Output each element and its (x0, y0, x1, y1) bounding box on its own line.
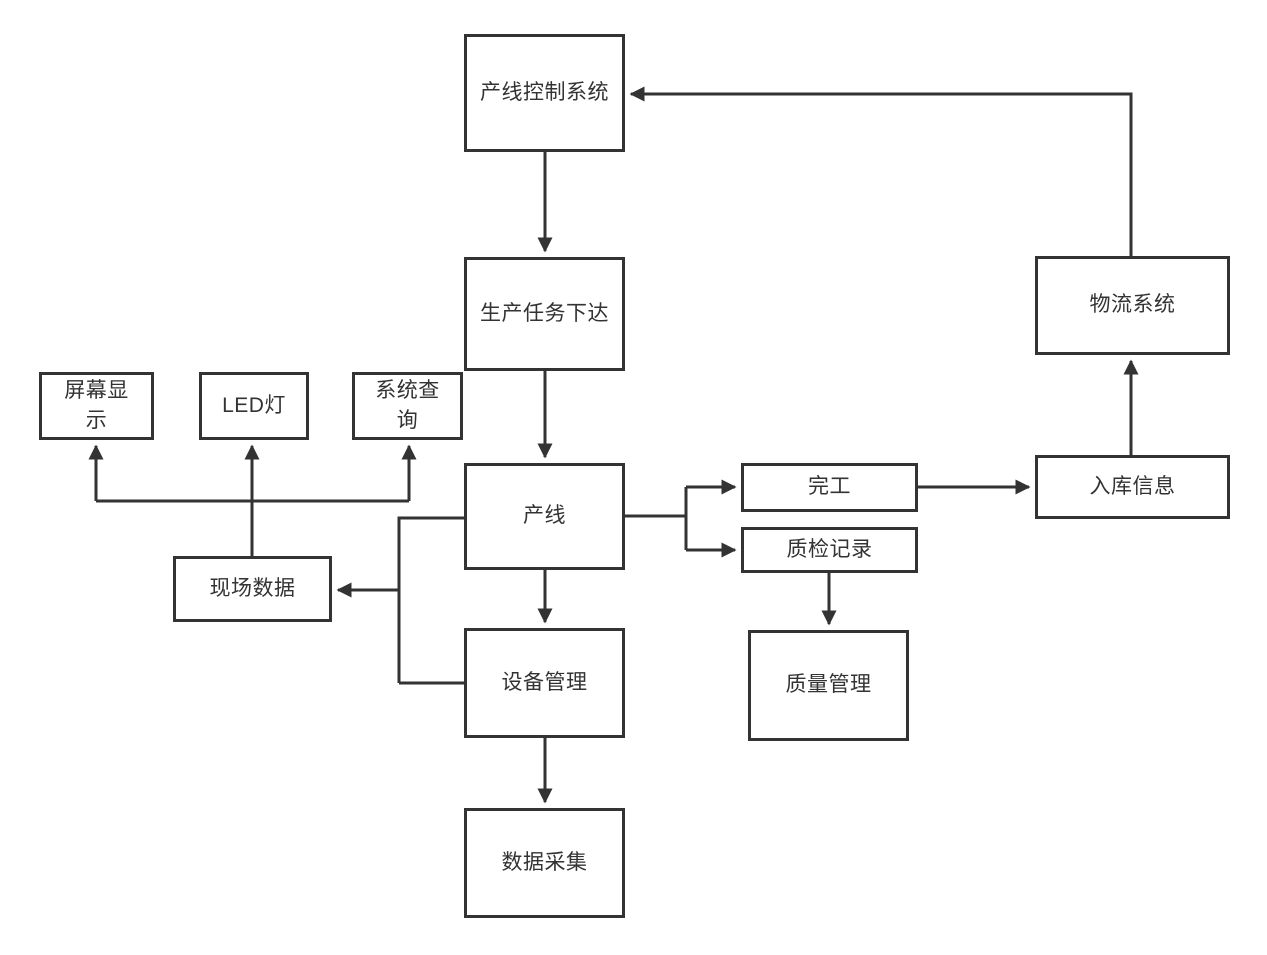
node-field-data[interactable]: 现场数据 (173, 556, 332, 622)
node-control-system[interactable]: 产线控制系统 (464, 34, 625, 152)
node-equipment-mgmt[interactable]: 设备管理 (464, 628, 625, 738)
node-equipment-mgmt-label: 设备管理 (501, 670, 588, 694)
edge-logistics-to-control-system (629, 86, 1133, 256)
node-production-line-label: 产线 (523, 504, 566, 528)
node-logistics[interactable]: 物流系统 (1035, 256, 1230, 355)
node-production-line[interactable]: 产线 (464, 463, 625, 570)
node-led-light-label: LED灯 (222, 393, 286, 417)
node-control-system-label: 产线控制系统 (480, 80, 609, 104)
node-qc-record[interactable]: 质检记录 (741, 527, 918, 573)
node-system-query[interactable]: 系统查 询 (352, 372, 463, 440)
node-data-collect-label: 数据采集 (501, 850, 588, 874)
node-quality-mgmt-label: 质量管理 (785, 673, 872, 697)
node-field-data-label: 现场数据 (209, 576, 296, 600)
node-completed[interactable]: 完工 (741, 463, 918, 512)
node-screen-display-label: 屏幕显 示 (64, 378, 129, 432)
node-quality-mgmt[interactable]: 质量管理 (748, 630, 909, 741)
node-system-query-label: 系统查 询 (375, 378, 440, 432)
node-data-collect[interactable]: 数据采集 (464, 808, 625, 918)
node-completed-label: 完工 (808, 475, 851, 499)
node-task-dispatch-label: 生产任务下达 (480, 301, 609, 325)
node-qc-record-label: 质检记录 (786, 537, 873, 561)
node-inbound-info[interactable]: 入库信息 (1035, 455, 1230, 519)
node-logistics-label: 物流系统 (1089, 293, 1176, 317)
edge-production-line-to-field-data (338, 516, 464, 683)
node-inbound-info-label: 入库信息 (1089, 474, 1176, 498)
node-task-dispatch[interactable]: 生产任务下达 (464, 257, 625, 371)
node-screen-display[interactable]: 屏幕显 示 (39, 372, 154, 440)
node-led-light[interactable]: LED灯 (199, 372, 309, 440)
